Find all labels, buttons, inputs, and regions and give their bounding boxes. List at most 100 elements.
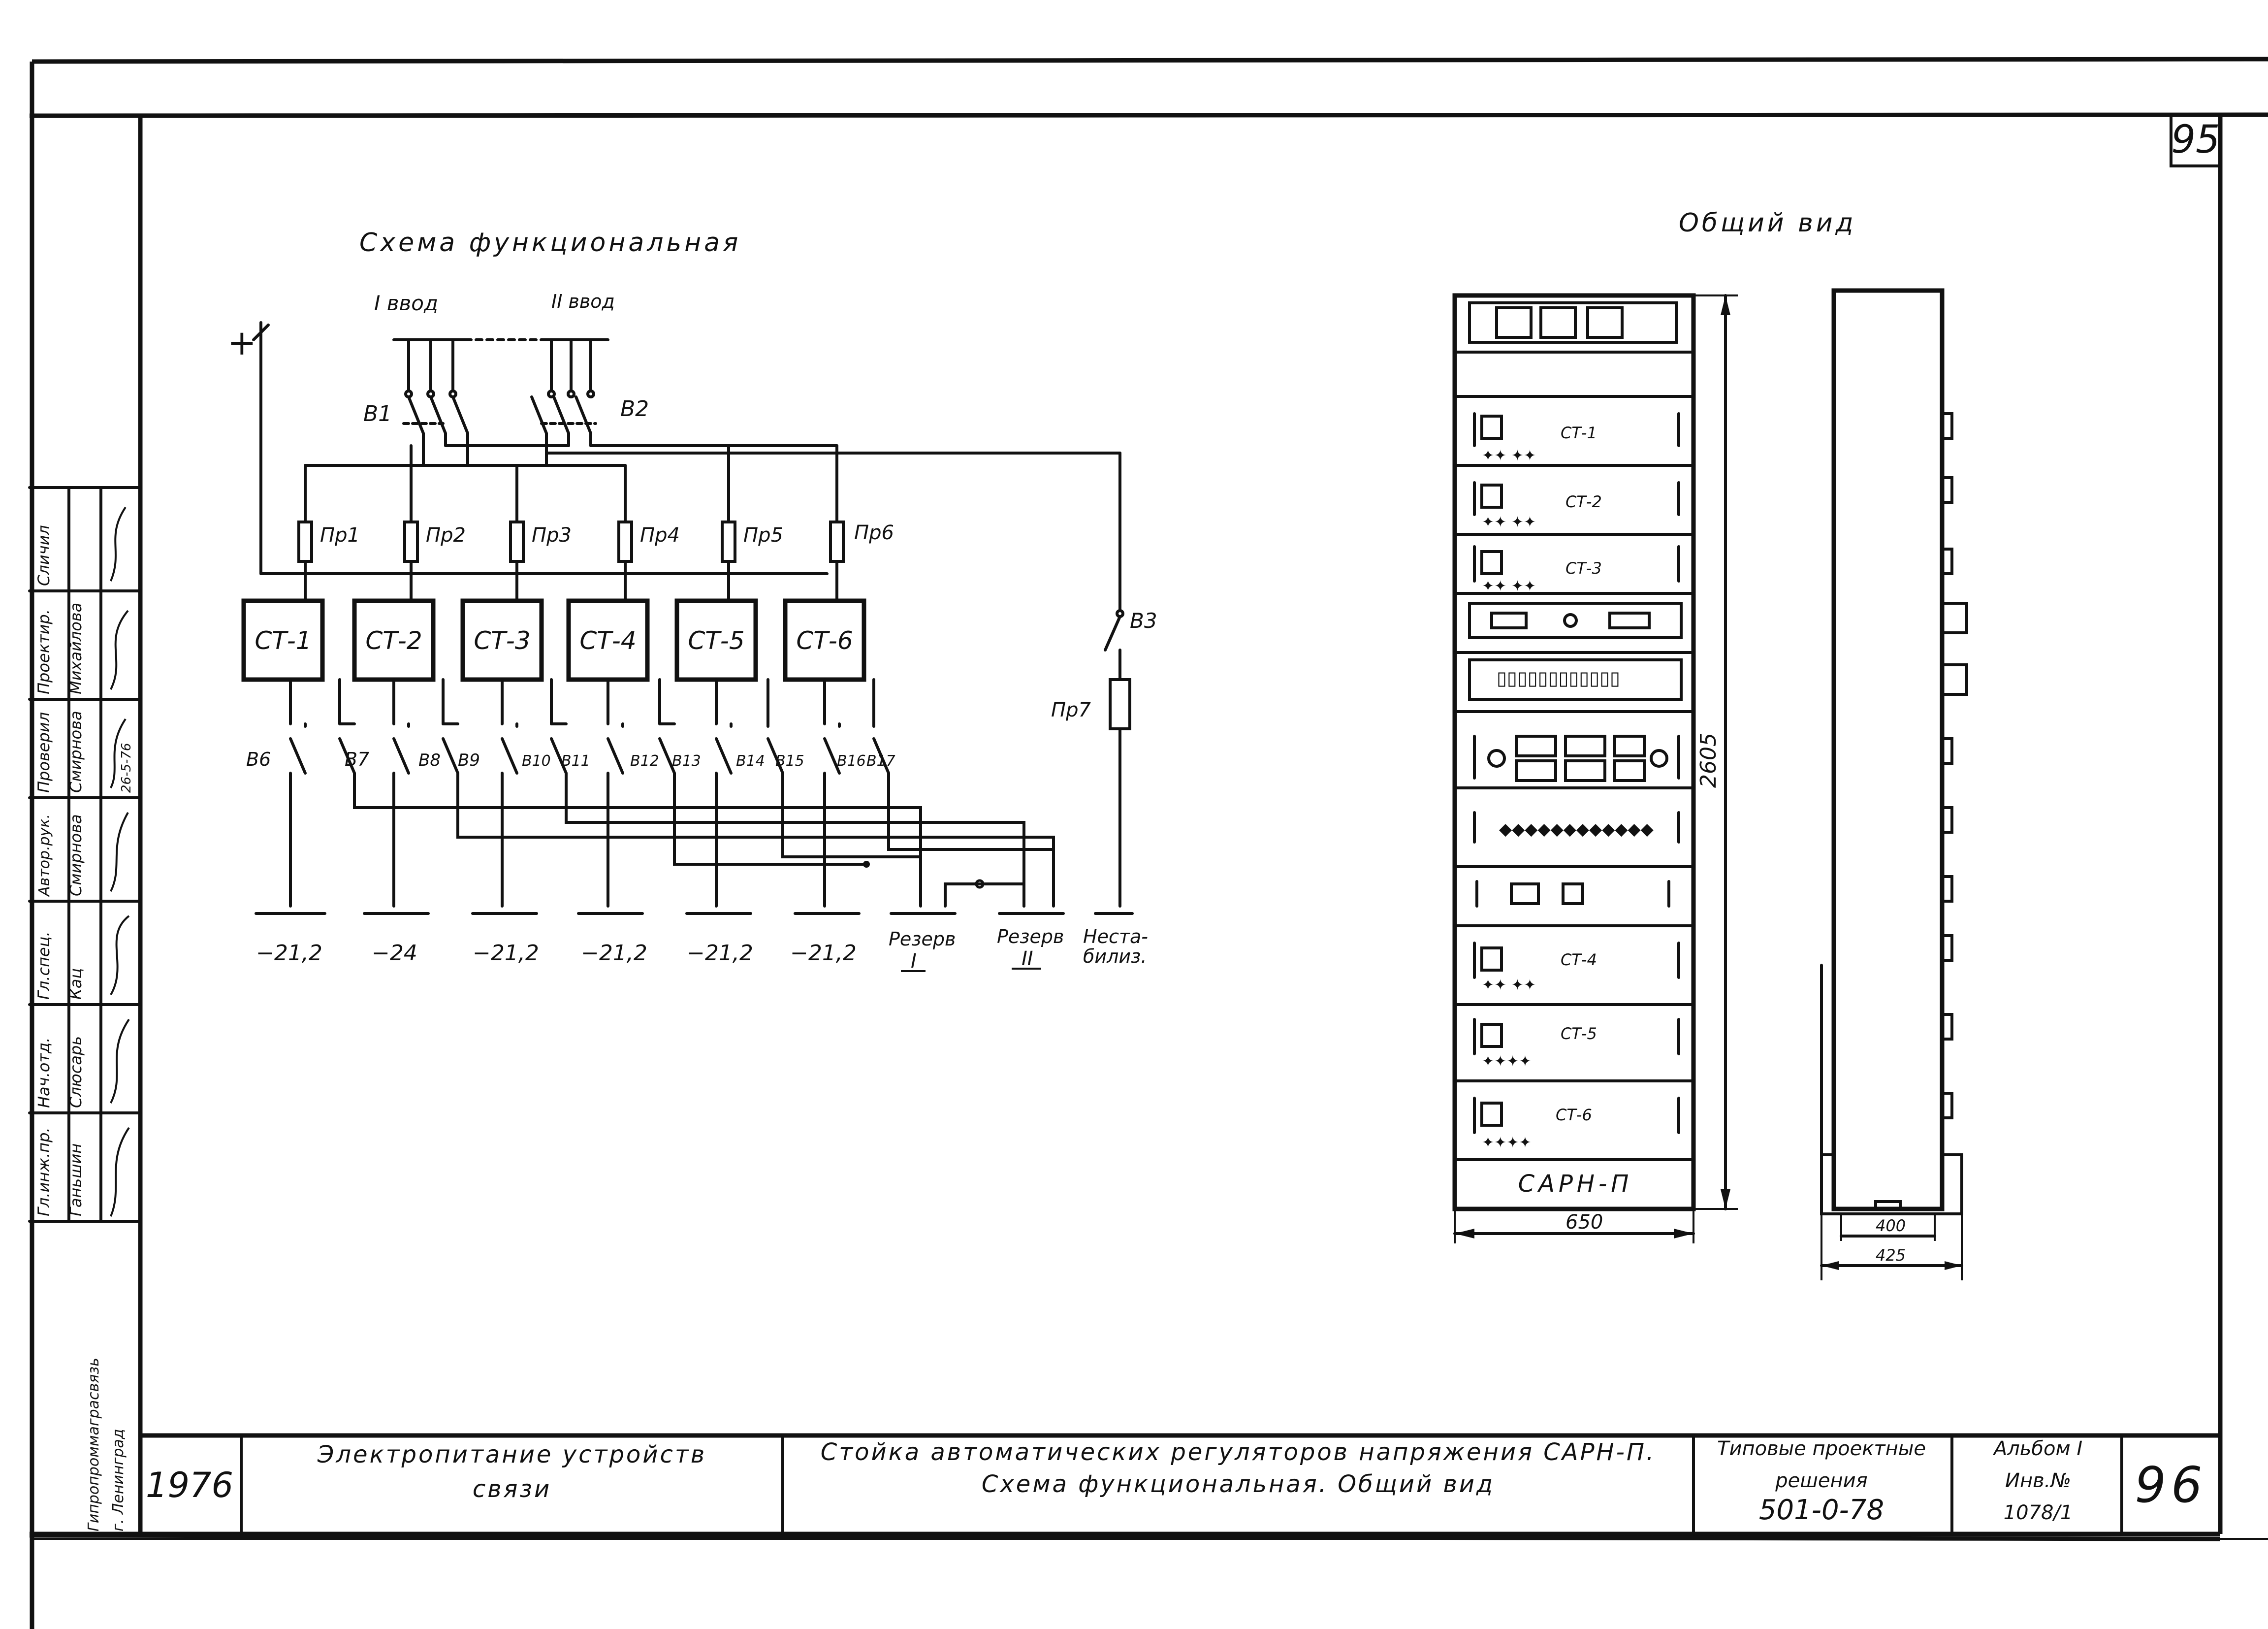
- organization-city: г. Ленинград: [110, 1429, 127, 1531]
- fuse-pr2: Пр2: [403, 521, 466, 602]
- stamp-role-7: Сличил: [34, 525, 53, 586]
- regulator-st4: СТ-4: [566, 598, 650, 682]
- series-line-1: Типовые проектные: [1717, 1437, 1926, 1460]
- reserve-1-label: Резерв: [889, 928, 956, 950]
- cabinet-name: САРН-П: [1518, 1170, 1633, 1198]
- year: 1976: [146, 1465, 233, 1505]
- sheet-number-box: 95: [2170, 113, 2222, 167]
- approval-stamp: Гл.инж.пр. Нач.отд. Гл.спец. Автор.рук. …: [28, 486, 142, 1531]
- subject-line-1: Электропитание устройств: [317, 1441, 706, 1468]
- regulator-st1: СТ-1: [241, 598, 325, 682]
- switch-b10-label: В10: [522, 752, 551, 770]
- stamp-name-4: Смирнова: [66, 814, 85, 896]
- switch-b17-label: В17: [866, 752, 895, 770]
- cabinet-module-st4: СТ-4 ✦✦ ✦✦: [1473, 942, 1680, 994]
- regulator-st6-label: СТ-6: [796, 626, 853, 655]
- output-6-label: −21,2: [790, 941, 857, 966]
- regulator-st2-label: СТ-2: [365, 626, 422, 655]
- reserve-2-label: Резерв: [997, 926, 1064, 947]
- cabinet-module-st5: СТ-5 ✦✦✦✦: [1473, 1018, 1680, 1070]
- switch-b14-label: В14: [736, 752, 765, 770]
- st1-controls: ✦✦ ✦✦: [1482, 447, 1536, 464]
- functional-scheme: + I ввод II ввод В1 В2: [227, 291, 1157, 973]
- drawing-title-line-2: Схема функциональная. Общий вид: [982, 1470, 1495, 1498]
- regulator-st5: СТ-5: [674, 598, 758, 682]
- sheet-frame: [29, 57, 2268, 1629]
- fuse-pr7-label: Пр7: [1051, 699, 1091, 721]
- dimension-height: 2605: [1696, 733, 1721, 788]
- fuse-pr5: Пр5: [721, 521, 783, 602]
- stamp-role-2: Нач.отд.: [34, 1038, 53, 1108]
- stamp-date: 26-5-76: [119, 743, 134, 793]
- inventory-label: Инв.№: [2005, 1469, 2071, 1492]
- breaker-b2: В2: [530, 373, 649, 435]
- regulator-st1-label: СТ-1: [255, 626, 311, 655]
- stamp-role-6: Проектир.: [34, 609, 53, 694]
- series-line-2: решения: [1775, 1469, 1867, 1492]
- fuse-pr7: Пр7: [1051, 678, 1131, 908]
- drawing-title-line-1: Стойка автоматических регуляторов напряж…: [821, 1438, 1656, 1466]
- fuse-pr1-label: Пр1: [320, 524, 360, 547]
- switch-b3-label: В3: [1130, 609, 1157, 633]
- unstabilized-label-2: билиз.: [1083, 945, 1147, 967]
- switch-b9-label: В9: [458, 750, 480, 770]
- album-label: Альбом I: [1992, 1437, 2082, 1460]
- output-1-label: −21,2: [256, 941, 322, 966]
- cabinet-side-view: 400 425: [1820, 288, 1968, 1280]
- switch-b6-label: В6: [246, 749, 271, 770]
- subject-line-2: связи: [473, 1475, 551, 1503]
- indicator-row: ▯▯▯▯▯▯▯▯▯▯▯▯: [1497, 667, 1620, 689]
- sheet-number: 95: [2171, 118, 2220, 162]
- reserve-2-number: II: [1022, 947, 1033, 970]
- stamp-name-3: Кац: [66, 968, 85, 1000]
- stamp-role-3: Гл.спец.: [34, 931, 53, 1000]
- view-title: Общий вид: [1679, 208, 1856, 238]
- switch-b7-label: В7: [345, 749, 369, 770]
- stamp-role-5: Проверил: [34, 712, 53, 793]
- stamp-name-2: Слюсарь: [66, 1036, 85, 1108]
- fuse-pr3: Пр3: [509, 521, 572, 602]
- cabinet-module-st5-label: СТ-5: [1561, 1024, 1597, 1043]
- stamp-name-1: Ганьшин: [66, 1143, 85, 1216]
- dimension-width: 650: [1565, 1211, 1603, 1234]
- regulator-st6: СТ-6: [783, 598, 866, 682]
- series-code: 501-0-78: [1759, 1494, 1884, 1526]
- stamp-role-4: Автор.рук.: [36, 814, 53, 897]
- regulator-st5-label: СТ-5: [688, 626, 744, 655]
- cabinet-module-st6: СТ-6 ✦✦✦✦: [1473, 1097, 1680, 1151]
- unstabilized-label-1: Неста-: [1083, 926, 1148, 947]
- fuse-pr6: Пр6: [829, 521, 894, 602]
- switch-b15-label: В15: [775, 752, 804, 770]
- stamp-role-1: Гл.инж.пр.: [34, 1127, 53, 1216]
- organization-name: Гипропроммаграсвязь: [85, 1358, 102, 1531]
- cabinet-module-st3: СТ-3 ✦✦ ✦✦: [1473, 545, 1680, 595]
- page-number: 96: [2135, 1456, 2207, 1514]
- stamp-name-6: Михайлова: [66, 603, 85, 694]
- title-block: 1976 Электропитание устройств связи Стой…: [140, 1433, 2220, 1535]
- switch-b11-label: В11: [561, 752, 590, 770]
- cabinet-front-view: СТ-1 ✦✦ ✦✦ СТ-2 ✦✦ ✦✦ СТ-3 ✦✦ ✦✦ ▯▯▯▯▯▯▯…: [1452, 293, 1738, 1243]
- input-1-label: I ввод: [374, 291, 438, 315]
- plus-label: +: [227, 323, 256, 363]
- dimension-depth-inner: 400: [1876, 1216, 1906, 1235]
- cabinet-module-st2: СТ-2 ✦✦ ✦✦: [1473, 481, 1680, 531]
- output-2-label: −24: [372, 941, 417, 966]
- fuse-pr2-label: Пр2: [426, 524, 466, 547]
- regulator-st3-label: СТ-3: [474, 626, 530, 655]
- reserve-1-number: I: [911, 950, 917, 973]
- output-3-label: −21,2: [473, 941, 539, 966]
- fuse-pr5-label: Пр5: [743, 524, 783, 547]
- switch-b8-label: В8: [418, 750, 441, 770]
- breaker-b1-label: В1: [363, 401, 392, 426]
- output-4-label: −21,2: [581, 941, 647, 966]
- st3-controls: ✦✦ ✦✦: [1482, 578, 1536, 595]
- output-5-label: −21,2: [687, 941, 753, 966]
- fuse-pr3-label: Пр3: [532, 524, 572, 547]
- breaker-b1: В1: [363, 373, 469, 435]
- signature-marks: [110, 506, 130, 1217]
- regulator-st2: СТ-2: [352, 598, 436, 682]
- st6-controls: ✦✦✦✦: [1482, 1134, 1532, 1151]
- cabinet-module-st6-label: СТ-6: [1556, 1106, 1592, 1124]
- dimension-depth: 425: [1876, 1246, 1906, 1265]
